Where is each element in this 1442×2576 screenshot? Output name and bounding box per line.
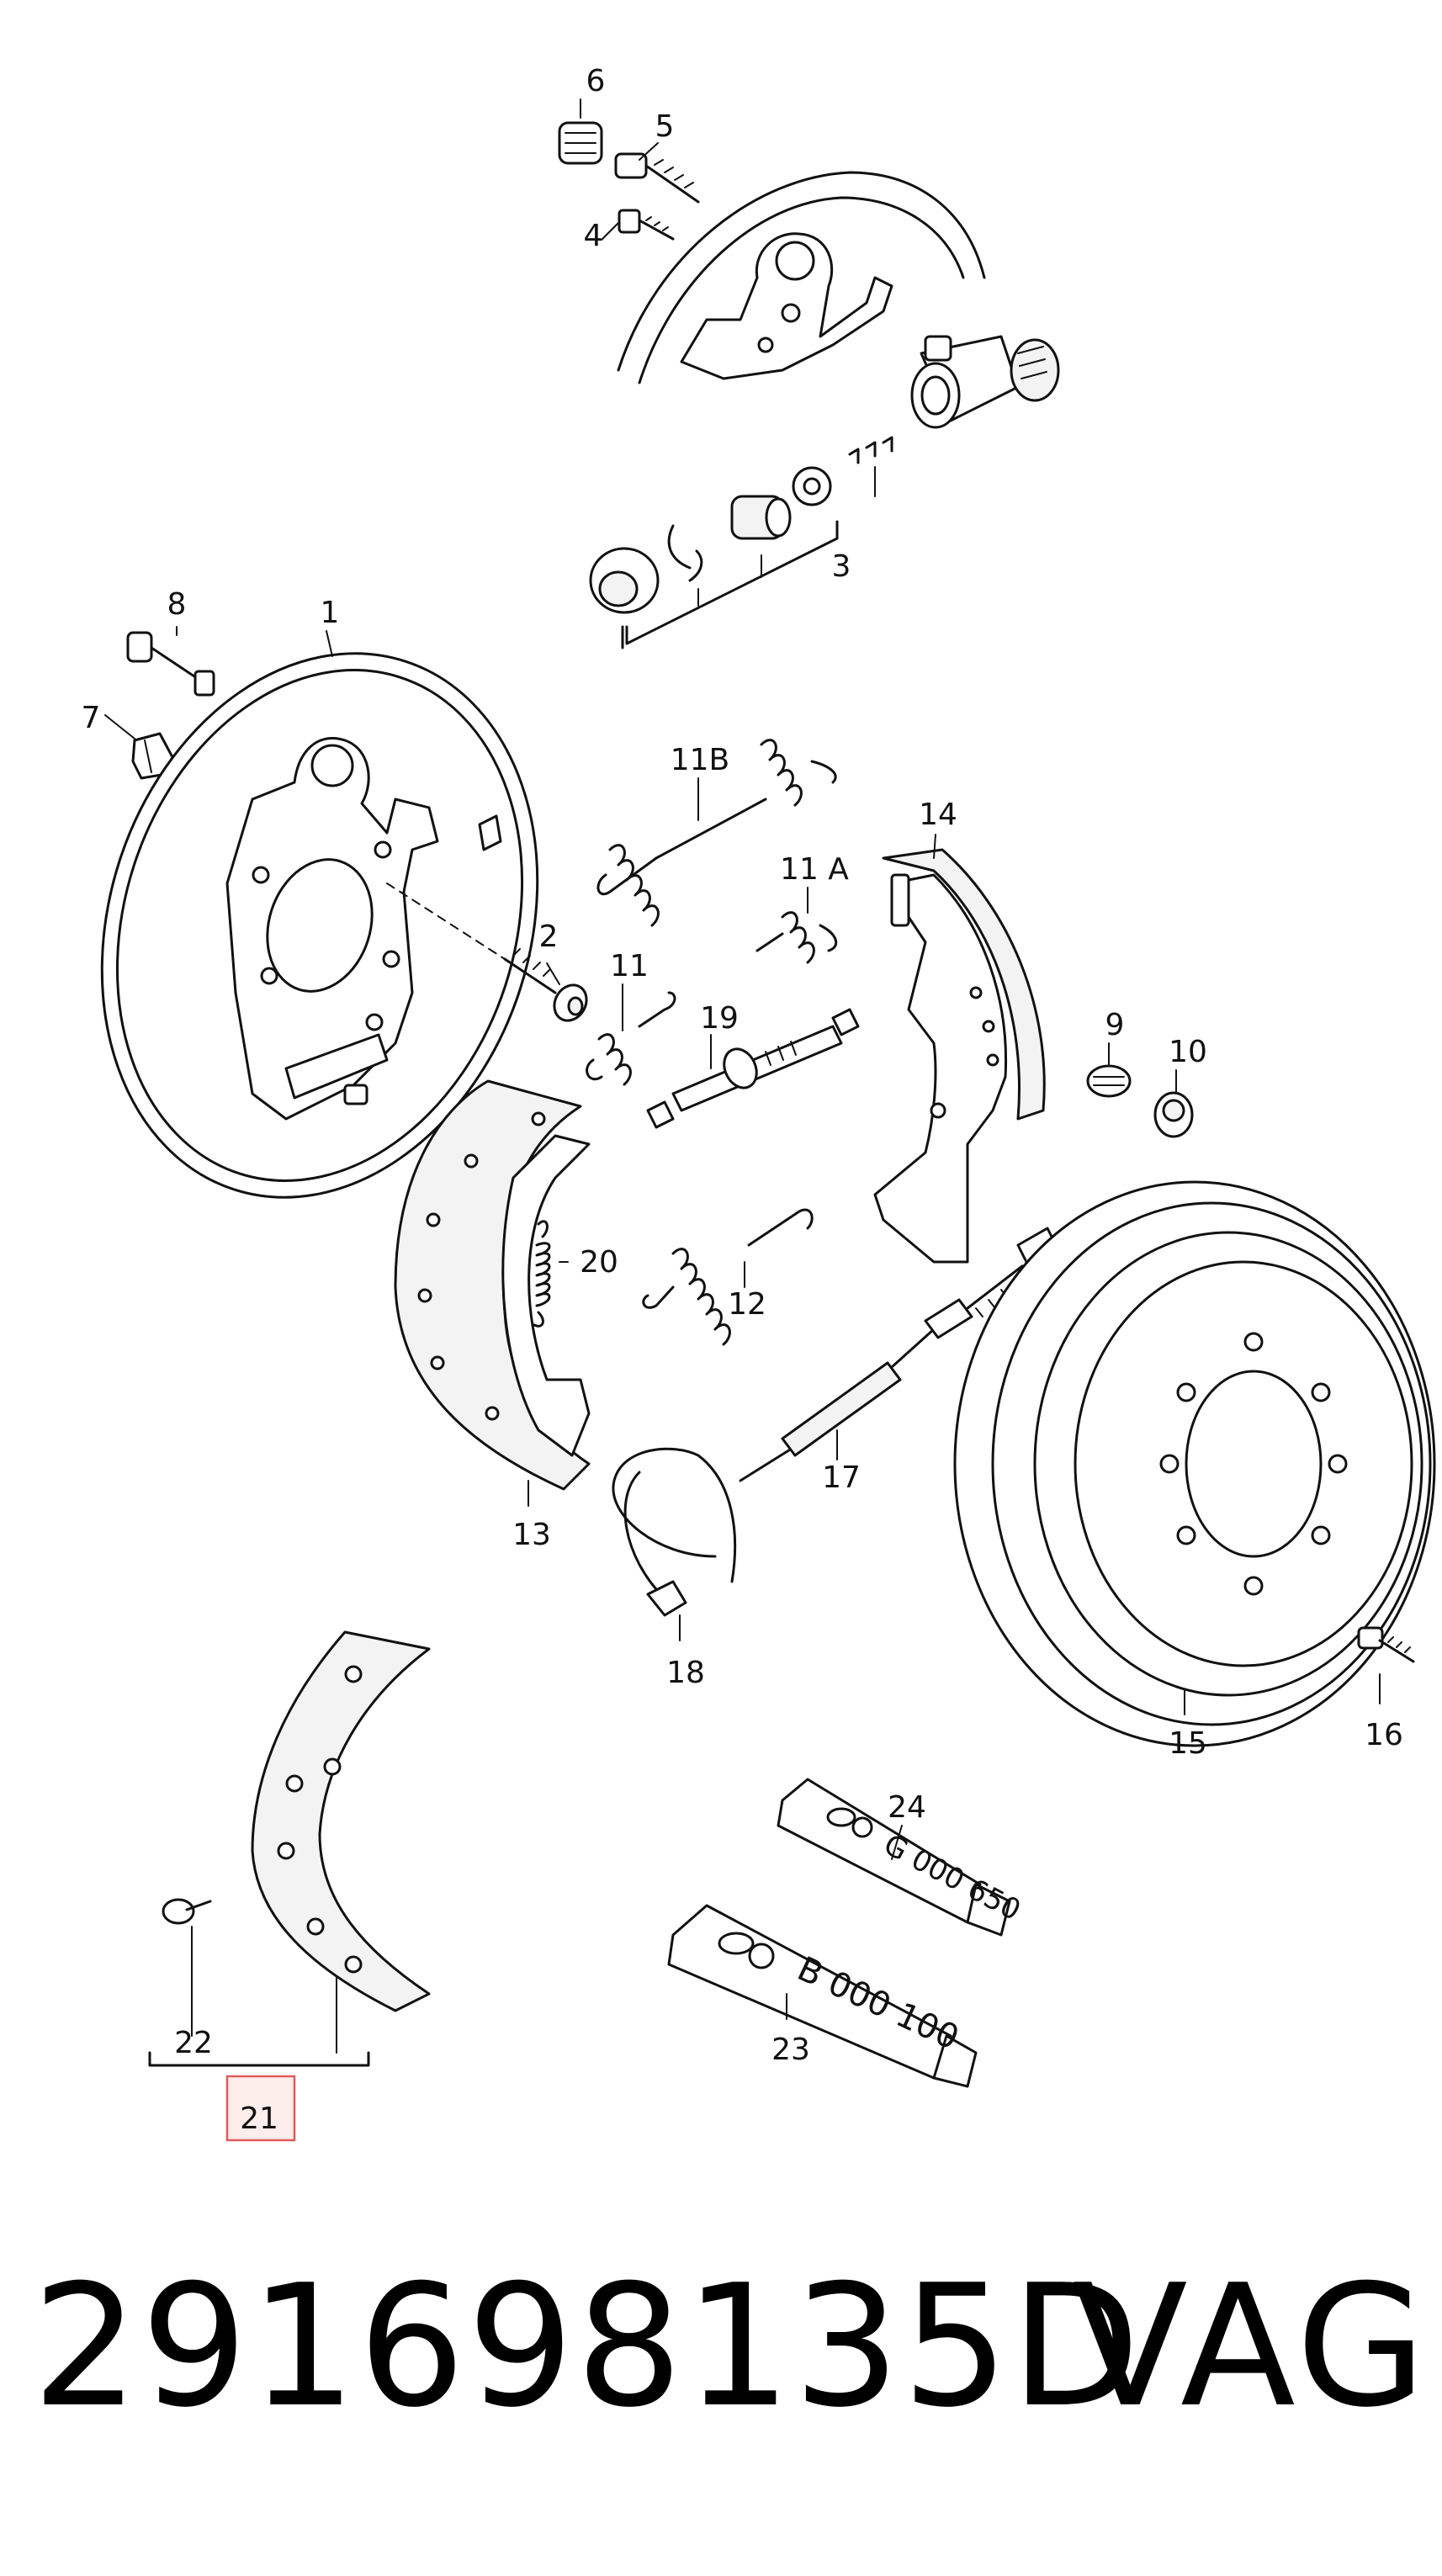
label-15: 15 <box>1169 1726 1207 1761</box>
label-10: 10 <box>1169 1035 1207 1069</box>
part-20-spring <box>533 1220 551 1328</box>
label-2: 2 <box>539 920 559 954</box>
label-24: 24 <box>888 1790 926 1825</box>
label-7: 7 <box>82 701 101 735</box>
part-11a-spring <box>755 911 838 964</box>
label-20: 20 <box>580 1245 618 1280</box>
part-9-spring <box>1086 1064 1132 1098</box>
label-17: 17 <box>822 1460 861 1495</box>
label-12: 12 <box>728 1287 766 1322</box>
label-8: 8 <box>167 587 187 622</box>
part-16-bolt <box>1357 1626 1415 1663</box>
brand-name: VAG <box>1073 2249 1430 2445</box>
label-1: 1 <box>321 596 340 630</box>
part-13-brake-shoe <box>394 1079 591 1491</box>
leader-lines <box>104 98 1381 2067</box>
label-21: 21 <box>240 2102 278 2136</box>
part-3-internals <box>589 436 893 649</box>
label-5: 5 <box>655 109 675 144</box>
label-11: 11 <box>610 949 649 983</box>
label-4: 4 <box>584 219 603 253</box>
label-22: 22 <box>174 2026 213 2060</box>
part-11b-spring <box>596 739 837 927</box>
label-11b: 11B <box>671 743 730 777</box>
label-19: 19 <box>700 1001 739 1036</box>
label-23: 23 <box>771 2033 810 2067</box>
label-21-highlight-box <box>225 2075 296 2142</box>
label-3: 3 <box>832 549 851 584</box>
part-2-bolt <box>386 883 588 1022</box>
brake-exploded-diagram: G 000 650 B 000 100 <box>82 64 1436 2142</box>
part-10-cup <box>1153 1091 1194 1138</box>
label-9: 9 <box>1105 1008 1125 1042</box>
label-16: 16 <box>1365 1718 1403 1752</box>
label-13: 13 <box>512 1518 551 1552</box>
part-22-rivet <box>162 1898 212 1925</box>
label-11a: 11 A <box>780 852 849 887</box>
upper-backing-plate <box>617 171 986 384</box>
part-1-backing-plate <box>100 652 539 1199</box>
part-11-spring <box>586 991 676 1086</box>
part-6-bleed-cap <box>558 121 603 165</box>
part-12-spring <box>642 1208 814 1346</box>
part-23-grease-tube: B 000 100 <box>667 1904 978 2088</box>
part-14-brake-shoe <box>873 848 1046 1264</box>
label-14: 14 <box>919 798 957 832</box>
part-number: 291698135D <box>32 2249 1142 2445</box>
part-5-bleed-valve <box>614 152 700 204</box>
part-8-bolt <box>126 631 215 697</box>
part-19-adjuster <box>646 1008 860 1129</box>
part-21-lining <box>251 1630 431 2012</box>
part-18-clip <box>612 1447 737 1617</box>
label-6: 6 <box>586 64 606 98</box>
part-15-brake-drum <box>953 1180 1436 1747</box>
part-labels: 6 5 4 3 8 1 7 11B 14 11 A 2 11 19 9 10 2… <box>82 64 1403 2142</box>
part-3-wheel-cylinder <box>910 335 1060 429</box>
label-18: 18 <box>666 1656 705 1690</box>
part-4-bolt <box>618 209 675 241</box>
